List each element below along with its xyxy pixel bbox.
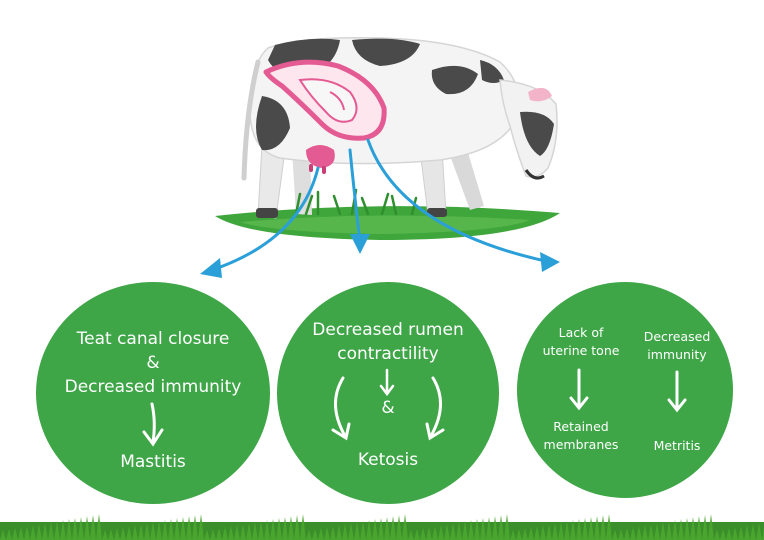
cause-decreased-immunity: Decreased immunity — [64, 377, 242, 397]
arrow-to-metritis — [366, 138, 552, 264]
cause-contractility: contractility — [337, 344, 439, 364]
arrow-heads — [200, 234, 560, 278]
curved-arrow-right-icon — [425, 376, 445, 441]
outcome-ketosis: Ketosis — [357, 450, 419, 470]
grass-strip — [0, 514, 764, 540]
outcome-metritis: Metritis — [653, 438, 701, 453]
arrow-down-icon — [142, 402, 164, 447]
cause-immunity: immunity — [647, 347, 707, 362]
circle-mastitis: Teat canal closure & Decreased immunity … — [36, 282, 270, 504]
ampersand: & — [146, 353, 160, 373]
grass-patch — [215, 206, 560, 240]
cause-decreased: Decreased — [643, 329, 711, 344]
cause-teat-canal-closure: Teat canal closure — [76, 329, 230, 349]
blue-arrows — [210, 138, 552, 272]
arrow-to-mastitis — [210, 166, 320, 272]
outcome-membranes: membranes — [543, 437, 619, 452]
cow-with-calf-icon — [241, 36, 558, 219]
arrow-to-ketosis — [348, 148, 362, 244]
outcome-retained: Retained — [553, 419, 609, 434]
arrow-down-icon — [379, 368, 395, 397]
arrow-down-icon — [667, 370, 687, 413]
circle-ketosis: Decreased rumen contractility & Ketosis — [277, 282, 499, 504]
curved-arrow-left-icon — [331, 376, 351, 441]
arrow-down-icon — [569, 368, 589, 411]
outcome-mastitis: Mastitis — [120, 452, 186, 472]
cause-lack-of: Lack of — [558, 325, 604, 340]
cause-uterine-tone: uterine tone — [542, 343, 620, 358]
cause-decreased-rumen: Decreased rumen — [312, 320, 464, 340]
ampersand: & — [381, 398, 395, 418]
circle-metritis: Lack of uterine tone Retained membranes … — [517, 282, 733, 498]
